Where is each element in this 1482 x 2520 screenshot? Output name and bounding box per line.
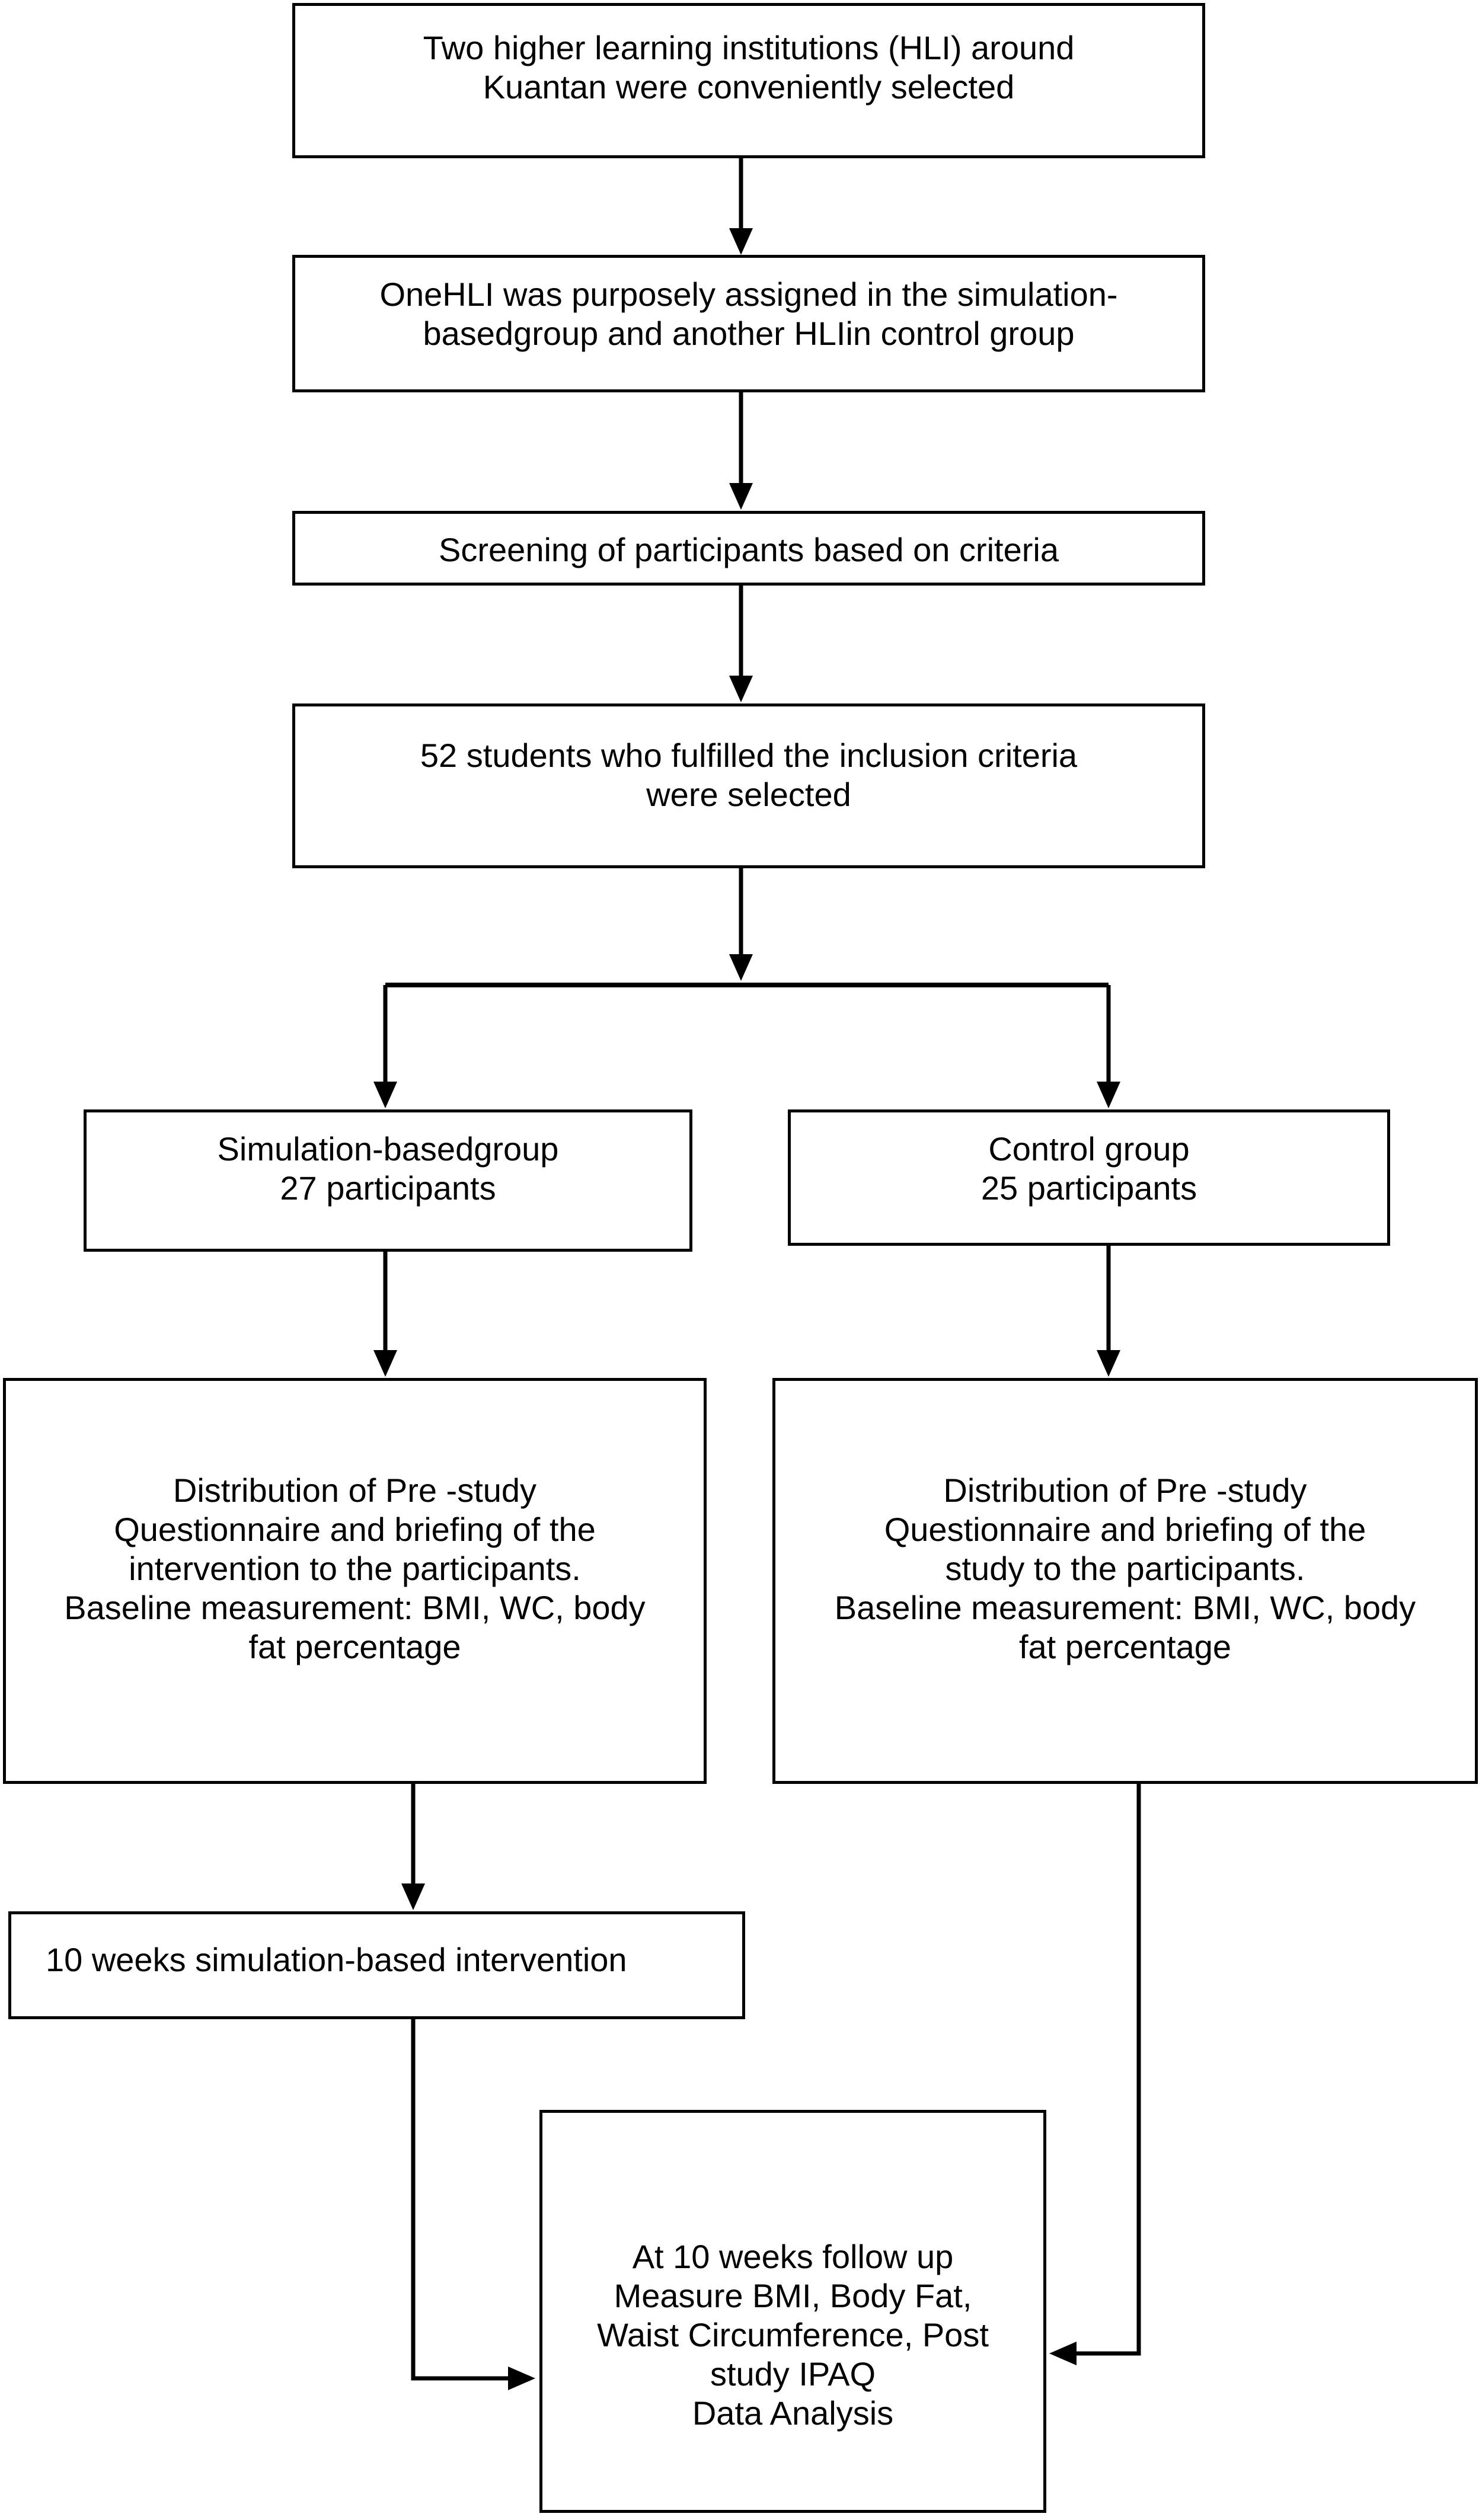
arrowhead-down-icon	[401, 1883, 425, 1910]
text-line: were selected	[646, 776, 851, 813]
arrowhead-down-icon	[373, 1082, 397, 1108]
text-line: Questionnaire and briefing of the	[884, 1511, 1366, 1548]
text-line: Screening of participants based on crite…	[439, 531, 1059, 568]
text-line: Two higher learning institutions (HLI) a…	[423, 29, 1075, 66]
text-line: 27 participants	[280, 1169, 496, 1207]
text-line: fat percentage	[248, 1628, 461, 1665]
text-line: fat percentage	[1018, 1628, 1232, 1665]
text-line: 25 participants	[980, 1169, 1197, 1207]
text-line: At 10 weeks follow up	[632, 2238, 954, 2275]
text-line: OneHLI was purposely assigned in the sim…	[379, 276, 1118, 313]
arrowhead-down-icon	[729, 954, 753, 981]
arrowhead-left-icon	[1049, 2342, 1077, 2365]
box-students-selected: 52 students who fulfilled the inclusion …	[292, 703, 1205, 868]
box-simulation-group: Simulation-basedgroup 27 participants	[84, 1109, 692, 1252]
text-line: Control group	[988, 1130, 1190, 1168]
box-control-group: Control group 25 participants	[788, 1109, 1390, 1246]
arrowhead-right-icon	[508, 2367, 535, 2390]
text-line: study IPAQ	[710, 2355, 876, 2393]
text-line: study to the participants.	[945, 1550, 1305, 1587]
arrowhead-down-icon	[729, 228, 753, 255]
text-line: 10 weeks simulation-based intervention	[46, 1941, 627, 1978]
text-line: Distribution of Pre -study	[943, 1472, 1307, 1509]
box-followup: At 10 weeks follow up Measure BMI, Body …	[539, 2110, 1046, 2513]
box-hli-selection: Two higher learning institutions (HLI) a…	[292, 3, 1205, 158]
arrowhead-down-icon	[729, 483, 753, 510]
text-line: Baseline measurement: BMI, WC, body	[834, 1589, 1416, 1626]
text-line: 52 students who fulfilled the inclusion …	[420, 737, 1078, 774]
text-line: Kuantan were conveniently selected	[483, 68, 1015, 105]
text-line: Baseline measurement: BMI, WC, body	[64, 1589, 646, 1626]
text-line: Data Analysis	[692, 2394, 894, 2432]
text-line: basedgroup and another HLIin control gro…	[423, 315, 1075, 352]
box-intervention: 10 weeks simulation-based intervention	[8, 1911, 745, 2019]
connector-control-baseline-to-followup	[1077, 1784, 1141, 2356]
text-line: Simulation-basedgroup	[217, 1130, 559, 1168]
arrowhead-down-icon	[373, 1350, 397, 1377]
text-line: Distribution of Pre -study	[173, 1472, 537, 1509]
text-line: Waist Circumference, Post	[597, 2316, 989, 2353]
text-line: Questionnaire and briefing of the	[114, 1511, 596, 1548]
text-line: intervention to the participants.	[129, 1550, 581, 1587]
arrowhead-down-icon	[1097, 1350, 1120, 1377]
box-screening: Screening of participants based on crite…	[292, 511, 1205, 586]
arrowhead-down-icon	[729, 676, 753, 702]
box-simulation-baseline: Distribution of Pre -study Questionnaire…	[3, 1378, 707, 1784]
box-hli-assignment: OneHLI was purposely assigned in the sim…	[292, 255, 1205, 392]
arrowhead-down-icon	[1097, 1082, 1120, 1108]
text-line: Measure BMI, Body Fat,	[614, 2277, 972, 2314]
box-control-baseline: Distribution of Pre -study Questionnaire…	[772, 1378, 1478, 1784]
connector-intervention-to-followup	[411, 2019, 508, 2381]
